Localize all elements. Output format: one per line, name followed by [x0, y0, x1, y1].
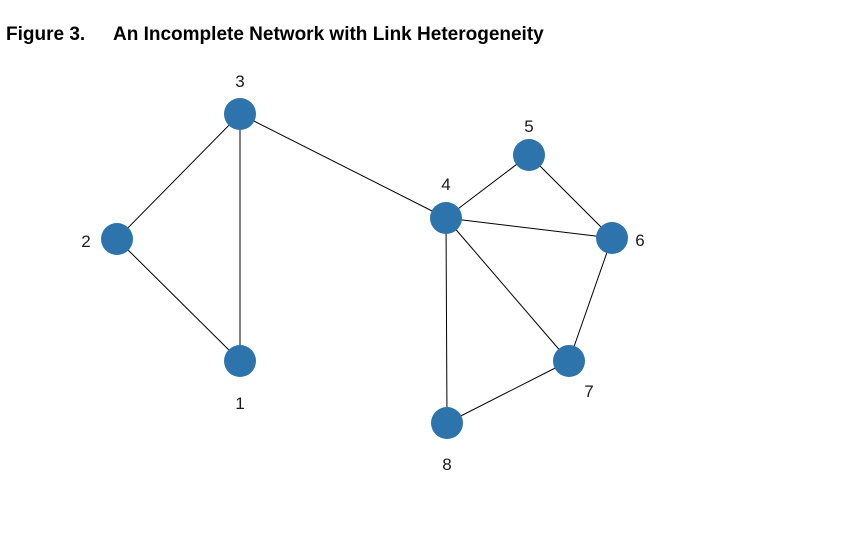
node-label-8: 8 [442, 455, 451, 474]
edge-4-7 [445, 217, 570, 362]
edge-3-4 [239, 113, 447, 219]
node-label-2: 2 [81, 232, 90, 251]
node-1 [224, 345, 256, 377]
edge-7-8 [446, 360, 570, 424]
node-label-3: 3 [235, 72, 244, 91]
node-label-5: 5 [524, 117, 533, 136]
node-6 [596, 222, 628, 254]
node-label-6: 6 [635, 231, 644, 250]
node-label-7: 7 [584, 382, 593, 401]
node-label-1: 1 [235, 394, 244, 413]
edge-4-5 [445, 154, 530, 219]
node-3 [224, 98, 256, 130]
edge-2-3 [116, 113, 241, 240]
node-8 [431, 407, 463, 439]
edge-4-6 [445, 217, 613, 239]
figure-title: Figure 3. An Incomplete Network with Link… [6, 24, 544, 46]
node-5 [513, 139, 545, 171]
edge-5-6 [528, 154, 613, 239]
edge-layer [116, 113, 613, 424]
figure-caption: An Incomplete Network with Link Heteroge… [113, 24, 544, 45]
node-label-4: 4 [441, 175, 450, 194]
edge-6-7 [568, 237, 613, 362]
edge-1-2 [116, 238, 241, 362]
figure-number: Figure 3. [6, 24, 86, 45]
edge-4-8 [445, 217, 448, 424]
label-layer: 1 2 3 4 5 6 7 8 [81, 72, 644, 474]
node-layer [101, 98, 628, 439]
node-7 [553, 345, 585, 377]
node-2 [101, 223, 133, 255]
node-4 [430, 202, 462, 234]
